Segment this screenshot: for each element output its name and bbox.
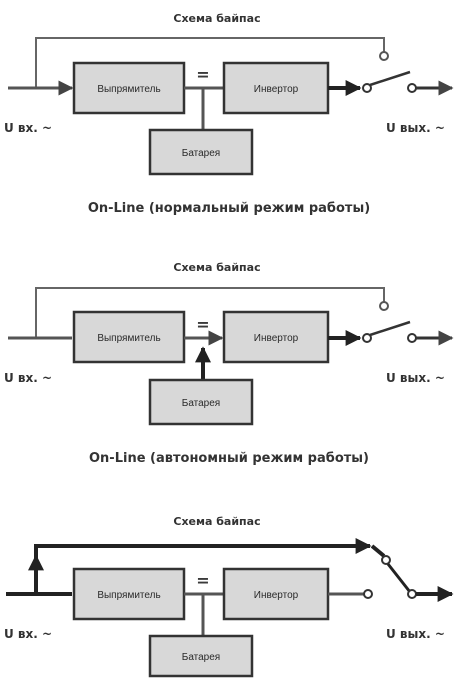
battery-label: Батарея	[182, 652, 220, 663]
bypass-contact	[381, 555, 391, 565]
diagram-normal-mode: Схема байпас Выпрямитель = Инвертор Бата…	[4, 12, 454, 216]
rectifier-box	[72, 567, 186, 621]
inverter-contact	[362, 333, 372, 343]
diagram-battery-mode: Схема байпас Выпрямитель = Инвертор Бата…	[4, 261, 454, 466]
output-label: U вых. ~	[386, 627, 445, 641]
battery-box	[148, 378, 254, 426]
bypass-label: Схема байпас	[173, 261, 260, 274]
caption-battery: On-Line (автономный режим работы)	[89, 451, 369, 466]
bypass-contact	[379, 51, 389, 61]
bypass-contact	[379, 301, 389, 311]
input-label: U вх. ~	[4, 627, 52, 641]
battery-label: Батарея	[182, 398, 220, 409]
battery-box	[148, 128, 254, 176]
bypass-bend	[370, 544, 386, 558]
inverter-contact	[363, 589, 373, 599]
inverter-contact	[362, 83, 372, 93]
output-label: U вых. ~	[386, 121, 445, 135]
diagram-bypass-mode: Схема байпас Выпрямитель = Инвертор Бата…	[4, 515, 454, 678]
inverter-label: Инвертор	[254, 333, 299, 344]
output-label: U вых. ~	[386, 371, 445, 385]
inverter-label: Инвертор	[254, 590, 299, 601]
battery-box	[148, 634, 254, 678]
output-switch	[369, 320, 411, 337]
bypass-line	[35, 287, 385, 338]
dc-sign: =	[196, 571, 209, 590]
caption-normal: On-Line (нормальный режим работы)	[88, 201, 370, 216]
output-switch	[386, 563, 412, 593]
bypass-label: Схема байпас	[173, 12, 260, 25]
rectifier-label: Выпрямитель	[97, 333, 160, 344]
inverter-label: Инвертор	[254, 84, 299, 95]
output-switch	[369, 70, 411, 87]
rectifier-label: Выпрямитель	[97, 590, 160, 601]
bypass-label: Схема байпас	[173, 515, 260, 528]
output-contact	[407, 333, 417, 343]
inverter-box	[222, 310, 330, 364]
dc-sign: =	[196, 65, 209, 84]
dc-sign: =	[196, 315, 209, 334]
input-label: U вх. ~	[4, 371, 52, 385]
input-label: U вх. ~	[4, 121, 52, 135]
inverter-box	[222, 61, 330, 115]
inverter-box	[222, 567, 330, 621]
output-contact	[407, 589, 417, 599]
rectifier-label: Выпрямитель	[97, 84, 160, 95]
battery-label: Батарея	[182, 148, 220, 159]
bypass-line	[35, 37, 385, 88]
output-contact	[407, 83, 417, 93]
